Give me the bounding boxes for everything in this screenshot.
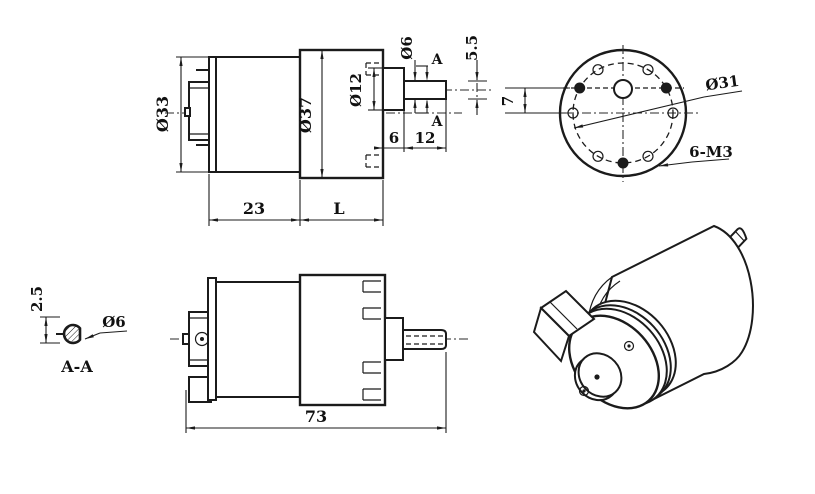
dim-motor-diameter: Ø33 xyxy=(153,56,208,173)
dim-shaft-offset: 7 xyxy=(499,87,570,114)
dim-gearbox-diameter-label: Ø37 xyxy=(296,97,315,133)
dim-boss-length-label: 6 xyxy=(389,129,399,147)
m3-holes xyxy=(567,64,679,162)
locating-pins xyxy=(574,82,672,169)
dim-shaft-offset-label: 7 xyxy=(499,96,517,106)
hub-3d xyxy=(577,352,623,398)
dim-motor-gearbox-length: 23 L xyxy=(208,174,384,226)
callout-section-diameter: Ø6 xyxy=(84,313,128,340)
dim-shaft-diameter-label: Ø6 xyxy=(398,36,416,60)
bearing-nub-2 xyxy=(182,333,190,345)
side-view-top: Ø33 Ø37 Ø12 Ø6 xyxy=(153,35,492,226)
motor-body-outline xyxy=(184,48,447,180)
dim-boss-diameter: Ø12 xyxy=(347,67,384,111)
shaft-section xyxy=(62,323,82,345)
shaft-hole xyxy=(613,79,633,99)
dim-shaft-length-label: 12 xyxy=(415,129,436,147)
section-title: A-A xyxy=(60,357,93,376)
motor-can-2 xyxy=(215,281,301,398)
callout-section-diameter-label: Ø6 xyxy=(102,313,126,331)
output-shaft-2 xyxy=(402,329,447,350)
dim-boss-diameter-label: Ø12 xyxy=(347,73,365,107)
dim-motor-diameter-label: Ø33 xyxy=(153,96,172,132)
callout-bolt-circle-label: Ø31 xyxy=(704,72,740,95)
gearbox-notches xyxy=(362,280,381,401)
front-view: 7 Ø31 6-M3 xyxy=(499,45,743,182)
dim-boss-and-shaft-length: 6 12 xyxy=(374,100,447,152)
dim-motor-length-label: 23 xyxy=(243,199,265,218)
motor-body-outline-2 xyxy=(182,273,447,407)
dim-shaft-flat: 5.5 xyxy=(463,35,487,115)
dim-flat: 2.5 xyxy=(28,286,60,344)
dim-total-length: 73 xyxy=(185,352,447,433)
section-cut-marks: A A xyxy=(416,52,444,130)
side-view-bottom: 73 xyxy=(170,273,468,433)
dim-shaft-flat-label: 5.5 xyxy=(463,35,481,61)
gearbox xyxy=(298,48,385,180)
dim-gearbox-diameter: Ø37 xyxy=(296,50,324,178)
end-plate xyxy=(208,56,217,173)
terminal-block-3d xyxy=(532,289,596,363)
section-mark-top-label: A xyxy=(431,52,444,68)
perspective-view xyxy=(532,224,754,410)
end-plate-2 xyxy=(207,277,217,401)
shaft-boss-2 xyxy=(384,317,404,361)
face-screws-3d xyxy=(578,340,635,397)
callout-mounting-holes-label: 6-M3 xyxy=(689,143,733,161)
dim-gearbox-length-label: L xyxy=(333,199,344,218)
output-shaft xyxy=(403,80,447,100)
section-mark-bottom-label: A xyxy=(431,114,444,130)
gearbox-2 xyxy=(298,273,387,407)
brush-housing xyxy=(188,81,210,141)
callout-mounting-holes: 6-M3 xyxy=(658,143,733,167)
dim-flat-label: 2.5 xyxy=(28,286,46,312)
motor-can xyxy=(215,56,301,173)
bearing-nub xyxy=(184,107,191,117)
dim-shaft-diameter: Ø6 xyxy=(398,36,417,113)
section-view-aa: 2.5 Ø6 A-A xyxy=(28,286,128,376)
bolt-circle xyxy=(572,62,674,164)
shaft-boss xyxy=(382,67,405,111)
dim-total-length-label: 73 xyxy=(305,407,327,426)
brush-housing-2 xyxy=(188,311,210,367)
hidden-slots xyxy=(365,62,383,168)
callout-bolt-circle: Ø31 xyxy=(573,72,743,129)
